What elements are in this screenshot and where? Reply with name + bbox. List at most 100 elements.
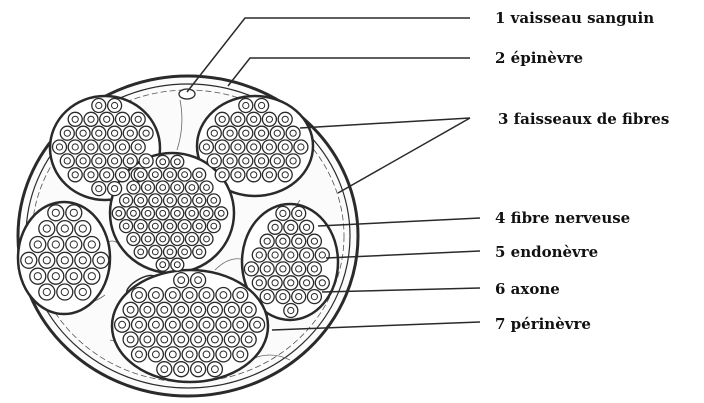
nerve-fibre [108, 126, 122, 140]
nerve-fibre [207, 220, 220, 233]
nerve-fibre [84, 168, 98, 182]
nerve-fibre [157, 332, 172, 347]
nerve-fibre [182, 347, 197, 362]
nerve-fibre [224, 302, 239, 317]
label-vaisseau-sanguin: 1 vaisseau sanguin [495, 9, 654, 27]
label-faisceaux-de-fibres: 3 faisseaux de fibres [498, 110, 669, 128]
nerve-fibre [48, 268, 64, 284]
nerve-fibre [68, 168, 82, 182]
nerve-fibre [115, 317, 130, 332]
nerve-fibre [164, 245, 177, 258]
nerve-fibre [286, 126, 300, 140]
nerve-fibre [182, 288, 197, 303]
nerve-fibre [239, 154, 253, 168]
nerve-fibre [30, 268, 46, 284]
nerve-fibre [30, 237, 46, 253]
nerve-fibre [278, 140, 292, 154]
nerve-fibre [76, 154, 90, 168]
label-endonevre: 5 endonèvre [495, 243, 598, 261]
blood-vessel-small [179, 89, 195, 99]
nerve-fibre [307, 234, 321, 248]
nerve-fibre [100, 168, 114, 182]
nerve-fibre [142, 233, 155, 246]
nerve-fibre [315, 248, 329, 262]
nerve-fibre [268, 220, 282, 234]
nerve-fibre [193, 220, 206, 233]
nerve-fibre [108, 154, 122, 168]
nerve-fibre [48, 205, 64, 221]
nerve-fibre [292, 206, 306, 220]
nerve-fibre [134, 245, 147, 258]
nerve-fibre [39, 221, 55, 237]
nerve-fibre [93, 252, 109, 268]
nerve-fibre [200, 233, 213, 246]
nerve-fibre [182, 317, 197, 332]
nerve-fibre [216, 347, 231, 362]
nerve-fibre [120, 220, 133, 233]
nerve-fibre [284, 248, 298, 262]
nerve-fibre [193, 168, 206, 181]
nerve-fibre [57, 284, 73, 300]
nerve-fibre [292, 262, 306, 276]
nerve-fibre [284, 276, 298, 290]
nerve-fibre [108, 99, 122, 113]
nerve-fibre [92, 99, 106, 113]
nerve-fibre [233, 347, 248, 362]
nerve-fibre [239, 99, 253, 113]
nerve-fibre [199, 288, 214, 303]
nerve-fibre [207, 154, 221, 168]
nerve-fibre [157, 302, 172, 317]
nerve-fibre [193, 245, 206, 258]
nerve-fibre [132, 347, 147, 362]
nerve-fibre [92, 154, 106, 168]
nerve-fibre [92, 126, 106, 140]
nerve-fibre [231, 112, 245, 126]
nerve-fibre [260, 234, 274, 248]
nerve-fibre [149, 194, 162, 207]
nerve-fibre [223, 154, 237, 168]
nerve-fibre [131, 112, 145, 126]
nerve-fibre [307, 262, 321, 276]
nerve-fibre [100, 140, 114, 154]
nerve-fibre [171, 181, 184, 194]
nerve-fibre [191, 362, 206, 377]
nerve-fibre [270, 126, 284, 140]
nerve-fibre [39, 252, 55, 268]
nerve-fibre [307, 290, 321, 304]
nerve-fibre [127, 233, 140, 246]
nerve-fibre [292, 290, 306, 304]
nerve-fibre [233, 317, 248, 332]
nerve-fibre [123, 302, 138, 317]
nerve-fibre [276, 290, 290, 304]
nerve-fibre [75, 252, 91, 268]
nerve-fibre [57, 252, 73, 268]
nerve-fibre [164, 168, 177, 181]
nerve-fibre [123, 154, 137, 168]
nerve-fibre [199, 317, 214, 332]
nerve-fibre [156, 258, 169, 271]
nerve-fibre [131, 140, 145, 154]
nerve-fibre [270, 154, 284, 168]
nerve-fibre [241, 332, 256, 347]
nerve-fibre [148, 347, 163, 362]
nerve-fibre [108, 182, 122, 196]
nerve-fibre [178, 168, 191, 181]
nerve-fibre [223, 126, 237, 140]
nerve-fibre [262, 140, 276, 154]
nerve-fibre [68, 140, 82, 154]
nerve-fibre [247, 168, 261, 182]
nerve-fibre [276, 234, 290, 248]
nerve-fibre [178, 220, 191, 233]
nerve-fibre [193, 194, 206, 207]
nerve-fibre [174, 332, 189, 347]
nerve-fibre [148, 288, 163, 303]
nerve-fibre [231, 168, 245, 182]
nerve-fibre [268, 248, 282, 262]
nerve-fibre [127, 181, 140, 194]
nerve-fibre [120, 194, 133, 207]
nerve-fibre [255, 154, 269, 168]
nerve-fibre [123, 126, 137, 140]
nerve-fibre [149, 245, 162, 258]
nerve-fibre [156, 233, 169, 246]
